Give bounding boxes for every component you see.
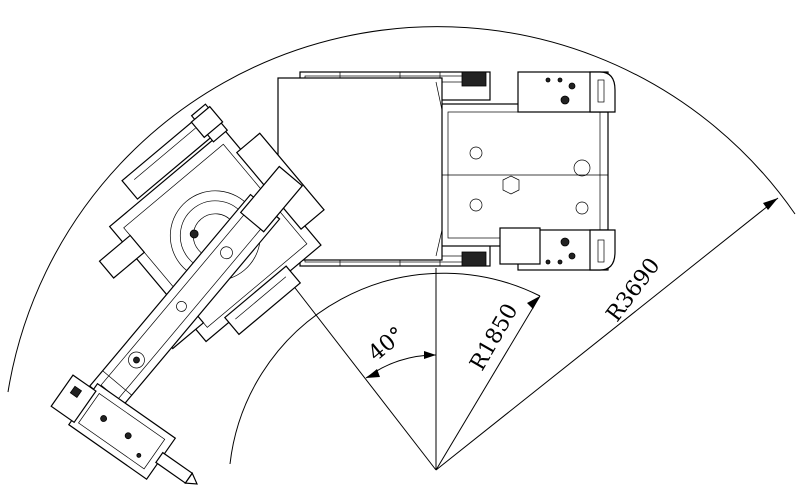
boom-assembly: [50, 103, 325, 485]
angle-label: 40°: [364, 322, 410, 366]
angled-center-line: [274, 261, 437, 471]
angle-arrow-right: [424, 351, 436, 359]
inner-radius-arc: [229, 272, 541, 465]
inner-radius-leader: [435, 295, 541, 471]
inner-radius-arrow: [527, 296, 540, 309]
outer-radius-arrow: [763, 198, 778, 210]
outer-radius-leader: [435, 197, 779, 471]
angle-arrow-left: [366, 369, 380, 378]
outer-radius-arc: [7, 26, 796, 393]
